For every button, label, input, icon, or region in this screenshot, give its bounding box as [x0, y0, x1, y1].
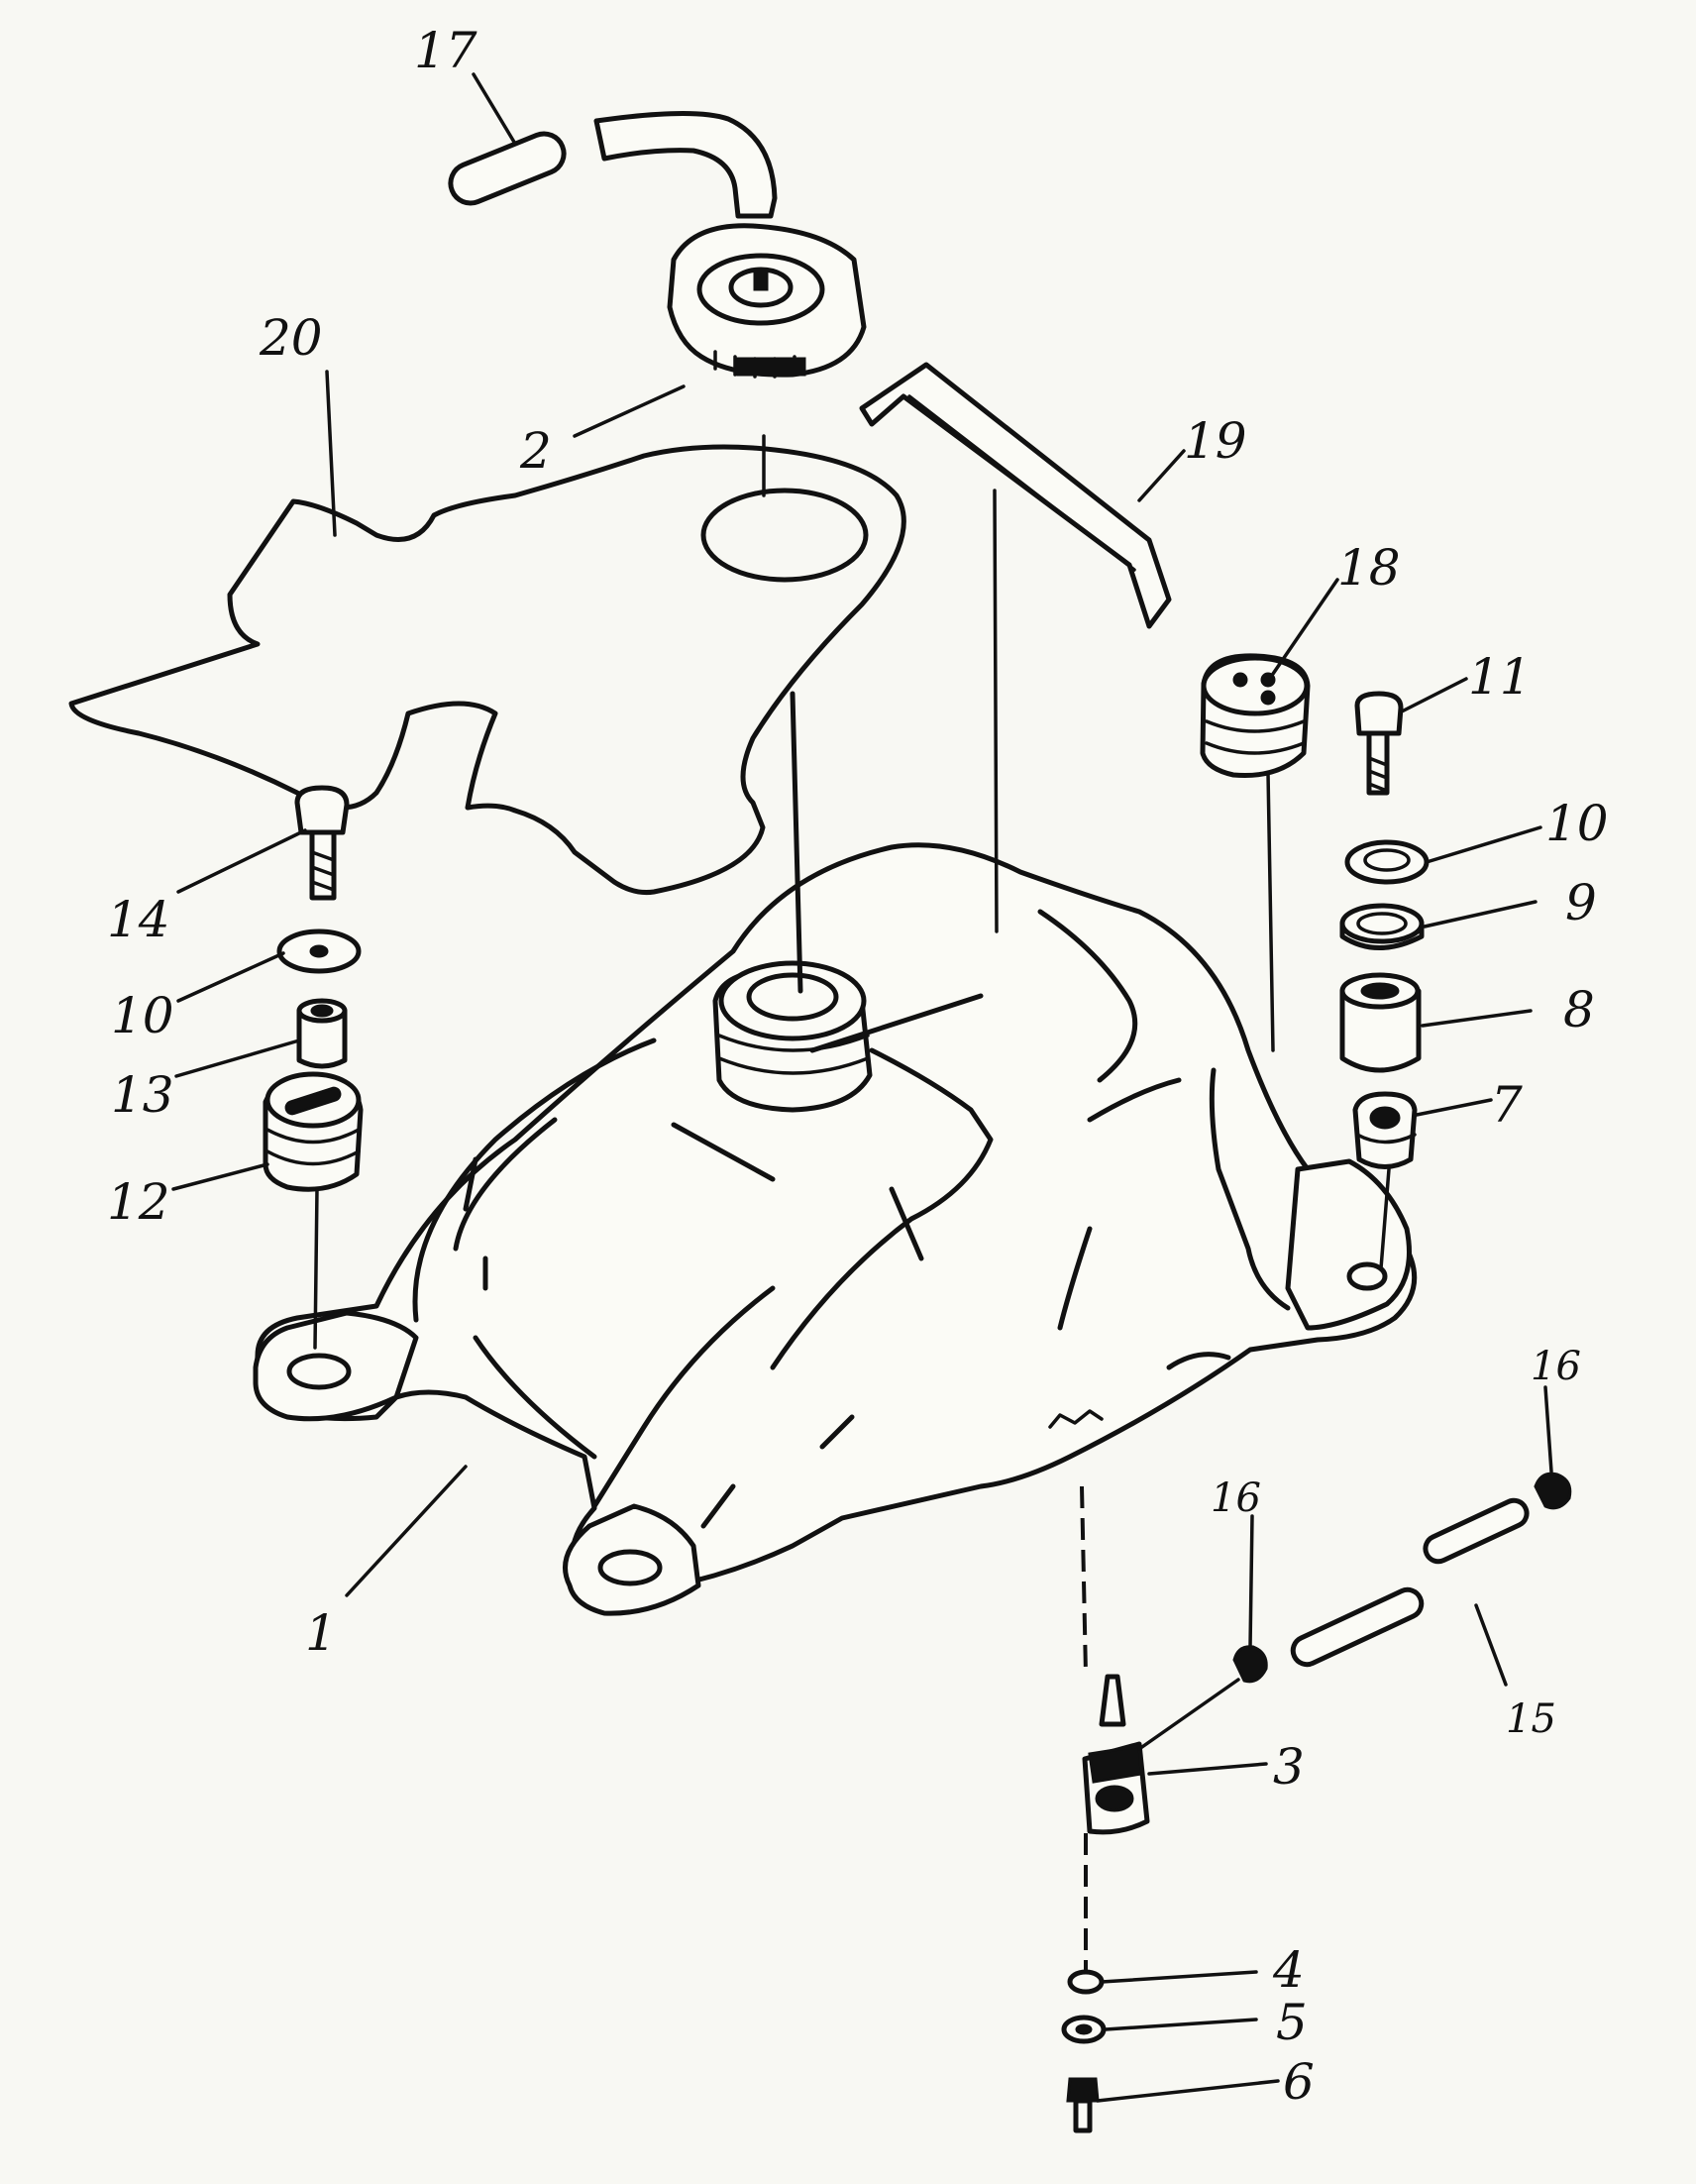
callout-20: 20: [259, 309, 323, 367]
callout-19: 19: [1184, 412, 1247, 470]
part-5-washer: [1061, 2015, 1107, 2044]
part-15-fuel-hose: [1290, 1497, 1530, 1668]
callout-15: 15: [1506, 1696, 1556, 1742]
part-20-tank-pad: [68, 444, 906, 895]
callout-11: 11: [1468, 648, 1532, 706]
callout-2: 2: [519, 422, 552, 480]
callout-10-left: 10: [111, 987, 174, 1044]
callout-17: 17: [414, 22, 477, 79]
callout-5: 5: [1276, 1994, 1308, 2051]
callout-1: 1: [305, 1604, 337, 1662]
part-10-washer-right: [1344, 839, 1430, 885]
callout-12: 12: [107, 1173, 170, 1231]
callout-numbers: 17 2 20 19 18 11 10 9 8 7 14 10 13 12 1 …: [107, 22, 1609, 2111]
part-8-spacer-collar: [1339, 972, 1422, 1073]
part-18-grommet: [1200, 653, 1311, 779]
part-12-grommet: [263, 1071, 364, 1192]
part-19-rubber-strip: [859, 362, 1172, 629]
part-4-washer: [1067, 1969, 1105, 1995]
part-17-breather-tube: [448, 111, 778, 219]
part-16-hose-clip-upper: [1534, 1472, 1572, 1510]
assembly-lines: [313, 434, 1391, 1972]
callout-16-lower: 16: [1211, 1475, 1261, 1521]
callout-4: 4: [1272, 1941, 1305, 1999]
part-2-fuel-cap: [667, 223, 867, 379]
callout-18: 18: [1337, 539, 1401, 597]
callout-16-upper: 16: [1531, 1344, 1581, 1389]
part-9-collar-ring: [1339, 903, 1425, 950]
part-3-fuel-cock: [1082, 1674, 1240, 1835]
part-1-fuel-tank: [253, 842, 1418, 1616]
callout-14: 14: [107, 891, 170, 948]
callout-6: 6: [1283, 2053, 1315, 2111]
part-16-hose-clip-lower: [1232, 1645, 1268, 1684]
part-13-collar: [296, 998, 348, 1069]
callout-3: 3: [1273, 1738, 1305, 1796]
part-11-bolt: [1354, 691, 1404, 796]
callout-10-right: 10: [1545, 795, 1609, 852]
callout-9: 9: [1565, 874, 1597, 931]
callout-8: 8: [1563, 981, 1595, 1038]
leader-lines: [171, 72, 1553, 2103]
callout-7: 7: [1491, 1076, 1523, 1134]
callout-13: 13: [111, 1066, 174, 1124]
part-6-drain-bolt: [1066, 2077, 1100, 2133]
part-7-grommet: [1352, 1091, 1418, 1169]
part-10-washer-left: [276, 928, 362, 974]
part-14-bolt: [294, 785, 350, 901]
